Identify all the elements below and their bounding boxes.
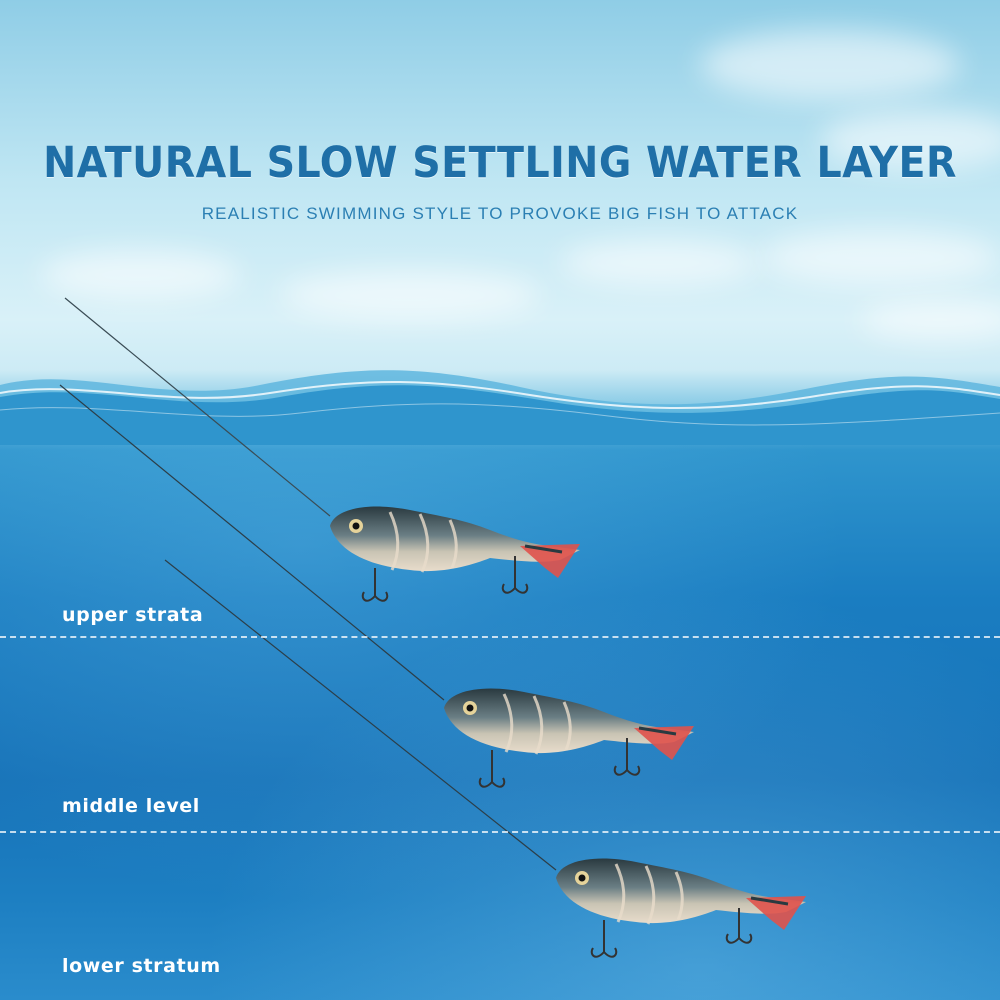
fishing-line [64,297,331,517]
headline-title: NATURAL SLOW SETTLING WATER LAYER [43,138,957,188]
fishing-line [59,384,445,701]
layer-label-lower: lower stratum [62,955,221,977]
swimbait-lure [330,506,580,602]
swimbait-lure [556,858,806,958]
sky-background [0,0,1000,440]
layer-label-upper: upper strata [62,604,204,626]
swimbait-lure [444,688,694,788]
layer-divider [0,636,1000,638]
layer-divider [0,831,1000,833]
water-surface [0,370,1000,445]
fishing-line [164,559,557,871]
layer-label-middle: middle level [62,795,200,817]
headline-subtitle: REALISTIC SWIMMING STYLE TO PROVOKE BIG … [201,204,799,223]
